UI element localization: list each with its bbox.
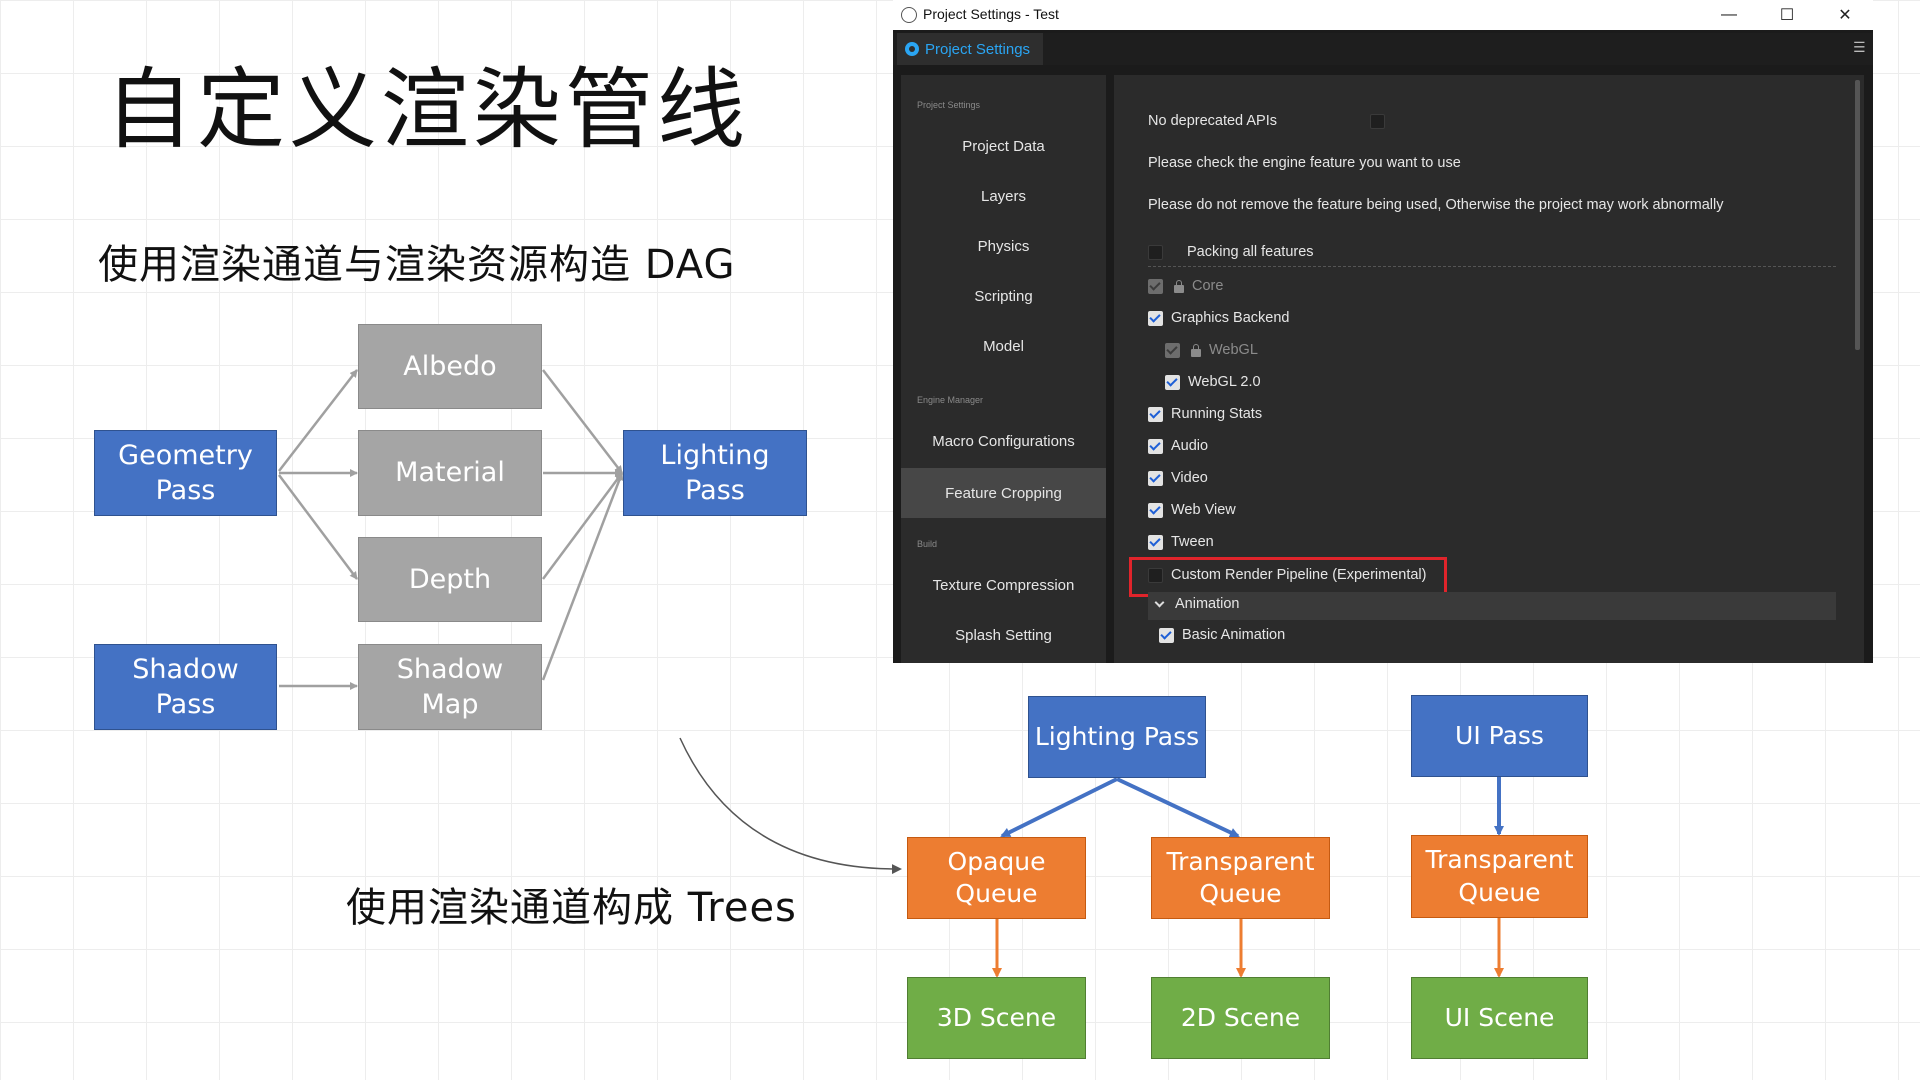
chevron-down-icon: [1154, 597, 1165, 608]
minimize-icon[interactable]: —: [1721, 6, 1737, 23]
tab-project-settings[interactable]: Project Settings: [897, 33, 1043, 65]
edge-geometry-depth: [278, 474, 358, 580]
settings-content: No deprecated APIs Please check the engi…: [1114, 75, 1864, 663]
sidebar-item-physics[interactable]: Physics: [977, 237, 1030, 255]
hamburger-icon[interactable]: ☰: [1853, 40, 1866, 56]
sidebar-section-engine: Engine Manager: [917, 395, 984, 405]
page-title: 自定义渲染管线: [105, 58, 750, 161]
packing-all-checkbox[interactable]: [1148, 245, 1163, 260]
packing-all-label: Packing all features: [1187, 244, 1314, 260]
webgl2-checkbox[interactable]: [1165, 375, 1180, 390]
edge-shadowmap-lighting: [541, 472, 624, 681]
check-feature-text: Please check the engine feature you want…: [1148, 155, 1461, 171]
close-icon[interactable]: ✕: [1838, 7, 1852, 24]
content-scrollbar[interactable]: [1855, 80, 1860, 350]
curve-dag-to-trees: [679, 737, 902, 875]
lock-icon: [1174, 280, 1184, 293]
sidebar-section-build: Build: [917, 539, 938, 549]
project-settings-window: Project Settings - Test — ☐ ✕ Project Se…: [893, 0, 1873, 663]
tab-label: Project Settings: [925, 40, 1031, 58]
sidebar-item-texture-compression[interactable]: Texture Compression: [932, 576, 1075, 594]
ui-scene-node: UI Scene: [1411, 977, 1588, 1059]
webgl2-label: WebGL 2.0: [1188, 374, 1261, 390]
tree-lighting-pass-node: Lighting Pass: [1028, 696, 1206, 778]
app-icon: [901, 7, 917, 23]
graphics-backend-label: Graphics Backend: [1171, 310, 1290, 326]
shadow-pass-node: Shadow Pass: [94, 644, 277, 730]
edge-lighting-opaque: [1000, 777, 1118, 838]
basic-animation-label: Basic Animation: [1182, 627, 1286, 643]
albedo-node: Albedo: [358, 324, 542, 409]
sidebar-item-layers[interactable]: Layers: [980, 187, 1027, 205]
animation-group-header[interactable]: Animation: [1148, 592, 1836, 620]
divider: [1148, 266, 1836, 267]
scene-2d-node: 2D Scene: [1151, 977, 1330, 1059]
core-label: Core: [1192, 278, 1224, 294]
sidebar-item-project-data[interactable]: Project Data: [962, 137, 1045, 155]
window-title: Project Settings - Test: [923, 6, 1059, 22]
transparent-queue-node: Transparent Queue: [1151, 837, 1330, 919]
no-deprecated-label: No deprecated APIs: [1148, 113, 1277, 129]
shadow-map-node: Shadow Map: [358, 644, 542, 730]
ui-transparent-queue-node: Transparent Queue: [1411, 835, 1588, 918]
window-titlebar: Project Settings - Test — ☐ ✕: [893, 0, 1873, 30]
web-view-checkbox[interactable]: [1148, 503, 1163, 518]
audio-label: Audio: [1171, 438, 1209, 454]
running-stats-checkbox[interactable]: [1148, 407, 1163, 422]
webgl-checkbox: [1165, 343, 1180, 358]
edge-lighting-transparent: [1116, 777, 1240, 838]
scene-3d-node: 3D Scene: [907, 977, 1086, 1059]
edge-albedo-lighting: [542, 369, 623, 474]
webgl-label: WebGL: [1209, 342, 1258, 358]
sidebar-item-scripting[interactable]: Scripting: [974, 287, 1033, 305]
sidebar-section-project: Project Settings: [917, 100, 981, 110]
core-checkbox: [1148, 279, 1163, 294]
edge-depth-lighting: [541, 472, 624, 580]
lighting-pass-node: Lighting Pass: [623, 430, 807, 516]
dag-subtitle: 使用渲染通道与渲染资源构造 DAG: [98, 242, 736, 288]
tab-bar: Project Settings ☰: [893, 33, 1873, 65]
no-deprecated-checkbox[interactable]: [1370, 114, 1385, 129]
running-stats-label: Running Stats: [1171, 406, 1263, 422]
sidebar-item-splash-setting[interactable]: Splash Setting: [955, 626, 1052, 644]
tween-label: Tween: [1171, 534, 1214, 550]
geometry-pass-node: Geometry Pass: [94, 430, 277, 516]
trees-caption: 使用渲染通道构成 Trees: [346, 885, 797, 931]
lock-icon: [1191, 344, 1201, 357]
opaque-queue-node: Opaque Queue: [907, 837, 1086, 919]
gear-icon: [905, 42, 919, 56]
animation-label: Animation: [1175, 596, 1240, 612]
custom-rp-checkbox[interactable]: [1148, 568, 1163, 583]
tween-checkbox[interactable]: [1148, 535, 1163, 550]
edge-geometry-albedo: [278, 369, 358, 472]
depth-node: Depth: [358, 537, 542, 622]
settings-sidebar: Project Settings Project Data Layers Phy…: [901, 75, 1106, 663]
sidebar-item-macro-configurations[interactable]: Macro Configurations: [932, 432, 1075, 450]
sidebar-item-model[interactable]: Model: [983, 337, 1024, 355]
material-node: Material: [358, 430, 542, 516]
maximize-icon[interactable]: ☐: [1779, 7, 1795, 24]
ui-pass-node: UI Pass: [1411, 695, 1588, 777]
warning-text: Please do not remove the feature being u…: [1148, 197, 1724, 213]
graphics-backend-checkbox[interactable]: [1148, 311, 1163, 326]
web-view-label: Web View: [1171, 502, 1236, 518]
video-checkbox[interactable]: [1148, 471, 1163, 486]
video-label: Video: [1171, 470, 1208, 486]
audio-checkbox[interactable]: [1148, 439, 1163, 454]
basic-animation-checkbox[interactable]: [1159, 628, 1174, 643]
custom-rp-label: Custom Render Pipeline (Experimental): [1171, 567, 1427, 583]
sidebar-item-feature-cropping[interactable]: Feature Cropping: [901, 468, 1106, 518]
